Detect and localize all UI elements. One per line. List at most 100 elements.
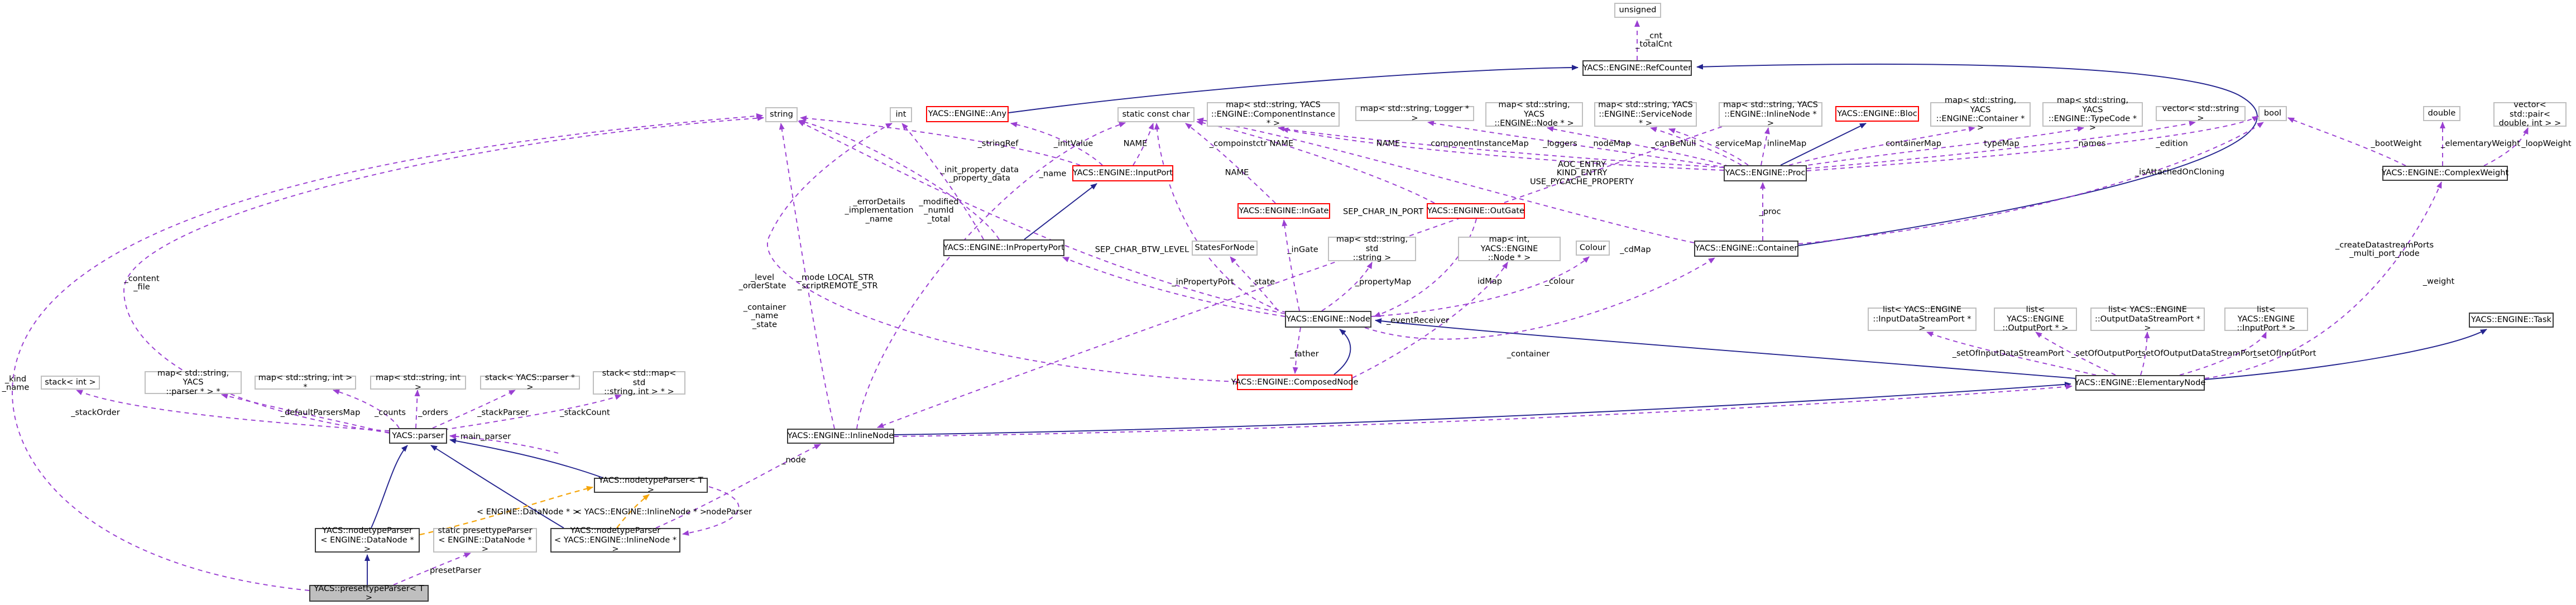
node-map_compinst: map< std::string, YACS ::ENGINE::Compone… bbox=[1207, 100, 1340, 128]
edge-label-L29: _level _orderState bbox=[738, 272, 786, 291]
node-bool: bool bbox=[2258, 106, 2287, 121]
node-bloc[interactable]: YACS::ENGINE::Bloc bbox=[1835, 106, 1919, 122]
node-elementarynode[interactable]: YACS::ENGINE::ElementaryNode bbox=[2075, 375, 2205, 391]
node-node[interactable]: YACS::ENGINE::Node bbox=[1285, 311, 1371, 328]
node-list_ods: list< YACS::ENGINE ::OutputDataStreamPor… bbox=[2090, 305, 2205, 333]
usage-edge-31 bbox=[1352, 262, 1508, 378]
node-double: double bbox=[2423, 106, 2460, 121]
inheritance-edge-4 bbox=[1333, 329, 1351, 375]
usage-edge-54 bbox=[1806, 116, 2259, 171]
usage-edge-50 bbox=[1760, 127, 1770, 166]
usage-edge-43 bbox=[1798, 122, 2264, 244]
edge-label-L12: inlineMap bbox=[1767, 138, 1807, 148]
edge-label-L62: nodeParser bbox=[706, 507, 752, 517]
node-container[interactable]: YACS::ENGINE::Container bbox=[1694, 241, 1798, 257]
edge-label-L27: _proc bbox=[1759, 207, 1781, 217]
node-string: string bbox=[765, 107, 798, 122]
node-map_inline: map< std::string, YACS ::ENGINE::InlineN… bbox=[1719, 100, 1822, 128]
node-task[interactable]: YACS::ENGINE::Task bbox=[2469, 313, 2554, 328]
edge-label-L52: _stackOrder bbox=[71, 407, 120, 417]
usage-edge-26 bbox=[1230, 256, 1279, 311]
node-ntp_datanode[interactable]: YACS::nodetypeParser < ENGINE::DataNode … bbox=[315, 526, 420, 554]
edge-label-L20: _isAttachedOnCloning bbox=[2134, 167, 2225, 177]
node-colour: Colour bbox=[1576, 241, 1610, 256]
edge-label-L19: _loopWeight bbox=[2521, 138, 2572, 148]
edge-label-L31: LOCAL_STR REMOTE_STR bbox=[823, 272, 878, 291]
edge-label-L7: componentInstanceMap bbox=[1431, 138, 1529, 148]
node-inpropertyport[interactable]: YACS::ENGINE::InPropertyPort bbox=[943, 239, 1064, 256]
node-outgate[interactable]: YACS::ENGINE::OutGate bbox=[1427, 203, 1525, 219]
usage-edge-19 bbox=[901, 123, 984, 240]
edge-label-L2: _stringRef bbox=[977, 138, 1019, 148]
edge-label-L35: _cdMap bbox=[1620, 244, 1651, 255]
usage-edge-69 bbox=[393, 553, 471, 585]
node-staticconstchar: static const char bbox=[1117, 107, 1195, 122]
edge-label-L13: containerMap bbox=[1886, 138, 1941, 148]
edge-label-L16: _edition bbox=[2156, 138, 2188, 148]
node-ntp_inline[interactable]: YACS::nodetypeParser < YACS::ENGINE::Inl… bbox=[550, 526, 680, 554]
usage-edge-48 bbox=[1650, 127, 1742, 166]
usage-edge-57 bbox=[1185, 123, 1276, 204]
edge-label-L4: NAME bbox=[1123, 138, 1148, 148]
edge-label-L36: _inPropertyPort bbox=[1172, 277, 1234, 287]
usage-edge-15 bbox=[800, 115, 1081, 166]
edge-label-L1: _cnt _totalCnt bbox=[1635, 31, 1672, 49]
node-stack_map: stack< std::map< std ::string, int > * > bbox=[593, 369, 685, 396]
edge-label-L8: _loggers bbox=[1543, 138, 1577, 148]
edge-label-L50: _kind _name bbox=[2, 374, 30, 392]
edge-label-L17: _bootWeight bbox=[2371, 138, 2422, 148]
edge-label-L58: main_parser bbox=[460, 431, 511, 441]
node-map_logger: map< std::string, Logger * > bbox=[1355, 104, 1474, 122]
edge-label-L3: _initValue bbox=[1053, 138, 1093, 148]
node-ntp_t[interactable]: YACS::nodetypeParser< T > bbox=[594, 476, 708, 494]
node-presettp_static: static presettypeParser < ENGINE::DataNo… bbox=[433, 526, 537, 554]
inheritance-edge-3 bbox=[1780, 123, 1867, 166]
node-composednode[interactable]: YACS::ENGINE::ComposedNode bbox=[1231, 374, 1359, 390]
edge-label-L10: _canBeNull bbox=[1651, 138, 1696, 148]
usage-edge-71 bbox=[894, 383, 2073, 437]
usage-edge-30 bbox=[1374, 218, 1477, 317]
usage-edge-27 bbox=[1062, 257, 1285, 317]
usage-edge-25 bbox=[123, 115, 764, 433]
edge-label-L30: _mode _script bbox=[797, 272, 825, 291]
node-statesfornode: StatesForNode bbox=[1192, 241, 1258, 256]
edge-label-L26: _modified _numId _total bbox=[919, 197, 959, 224]
usage-edge-49 bbox=[1668, 128, 1749, 166]
node-stack_int: stack< int > bbox=[41, 376, 100, 390]
edge-label-L24: AOC_ENTRY KIND_ENTRY USE_PYCACHE_PROPERT… bbox=[1529, 160, 1634, 186]
node-parser[interactable]: YACS::parser bbox=[389, 428, 447, 444]
edge-label-L40: _colour bbox=[1544, 276, 1575, 286]
usage-edge-21 bbox=[779, 123, 835, 429]
node-vector_string: vector< std::string > bbox=[2156, 104, 2246, 122]
node-stack_parser: stack< YACS::parser * > bbox=[480, 373, 580, 391]
usage-edge-67 bbox=[655, 444, 821, 529]
inheritance-edge-11 bbox=[449, 438, 603, 478]
node-list_ip: list< YACS::ENGINE ::InputPort * > bbox=[2224, 305, 2308, 333]
edge-label-L38: _propertyMap bbox=[1355, 277, 1412, 287]
node-any[interactable]: YACS::ENGINE::Any bbox=[926, 106, 1009, 122]
edge-label-L37: _state bbox=[1250, 277, 1275, 287]
node-map_node: map< std::string, YACS ::ENGINE::Node * … bbox=[1485, 100, 1583, 128]
edge-label-L11: serviceMap bbox=[1715, 138, 1762, 148]
node-list_op: list< YACS::ENGINE ::OutputPort * > bbox=[1994, 305, 2077, 333]
usage-edge-63 bbox=[414, 390, 420, 429]
usage-edge-28 bbox=[1321, 262, 1373, 311]
node-list_ids: list< YACS::ENGINE ::InputDataStreamPort… bbox=[1868, 305, 1977, 333]
usage-edge-38 bbox=[2179, 332, 2267, 376]
node-int: int bbox=[890, 107, 912, 122]
usage-edge-53 bbox=[1806, 121, 2196, 169]
node-refcounter[interactable]: YACS::ENGINE::RefCounter bbox=[1582, 60, 1692, 76]
node-complexweight[interactable]: YACS::ENGINE::ComplexWeight bbox=[2382, 166, 2508, 181]
usage-edge-56 bbox=[1197, 117, 1695, 243]
usage-edge-39 bbox=[2204, 181, 2442, 379]
usage-edge-20 bbox=[798, 121, 1285, 314]
node-ingate[interactable]: YACS::ENGINE::InGate bbox=[1237, 203, 1330, 219]
node-inlinenode[interactable]: YACS::ENGINE::InlineNode bbox=[787, 429, 894, 444]
edge-label-L32: _container _name _state bbox=[743, 302, 786, 329]
node-presettp_t: YACS::presettypeParser< T > bbox=[309, 584, 429, 602]
node-proc[interactable]: YACS::ENGINE::Proc bbox=[1724, 165, 1807, 181]
edge-label-L23: NAME bbox=[1225, 167, 1249, 177]
node-inputport[interactable]: YACS::ENGINE::InputPort bbox=[1072, 165, 1173, 181]
edge-label-L33: SEP_CHAR_BTW_LEVEL bbox=[1095, 244, 1189, 255]
edge-label-L53: _defaultParsersMap bbox=[280, 407, 361, 417]
